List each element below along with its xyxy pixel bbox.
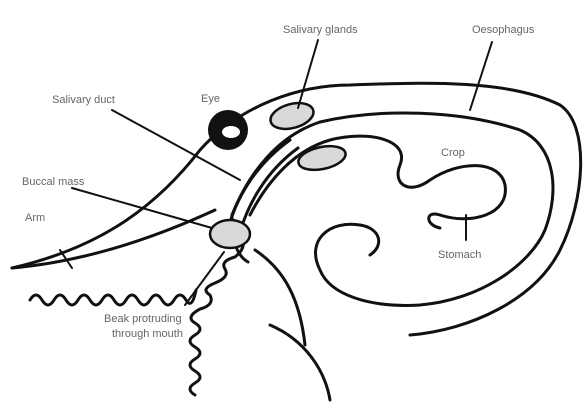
label-beak-line2: through mouth bbox=[112, 328, 183, 341]
label-salivary-glands: Salivary glands bbox=[283, 24, 358, 37]
label-crop: Crop bbox=[441, 147, 465, 160]
lower-body-outline bbox=[270, 325, 330, 400]
tentacle-lower bbox=[190, 241, 243, 395]
label-stomach: Stomach bbox=[438, 249, 481, 262]
label-arm: Arm bbox=[25, 212, 45, 225]
buccal-mass-icon bbox=[210, 220, 250, 248]
tentacle-upper bbox=[30, 290, 196, 305]
salivary-gland-lower bbox=[296, 142, 348, 173]
label-salivary-duct: Salivary duct bbox=[52, 94, 115, 107]
leader-oesophagus bbox=[470, 42, 492, 110]
crop-outline bbox=[250, 136, 505, 228]
label-beak-line1: Beak protruding bbox=[104, 313, 182, 326]
leader-beak bbox=[185, 252, 224, 305]
label-buccal-mass: Buccal mass bbox=[22, 176, 84, 189]
salivary-duct-line-2 bbox=[240, 148, 298, 232]
label-oesophagus: Oesophagus bbox=[472, 24, 534, 37]
salivary-gland-upper bbox=[268, 99, 317, 134]
leader-buccal-mass bbox=[72, 188, 212, 228]
label-eye: Eye bbox=[201, 93, 220, 106]
leader-salivary-glands bbox=[298, 40, 318, 108]
salivary-duct-line bbox=[228, 140, 290, 230]
